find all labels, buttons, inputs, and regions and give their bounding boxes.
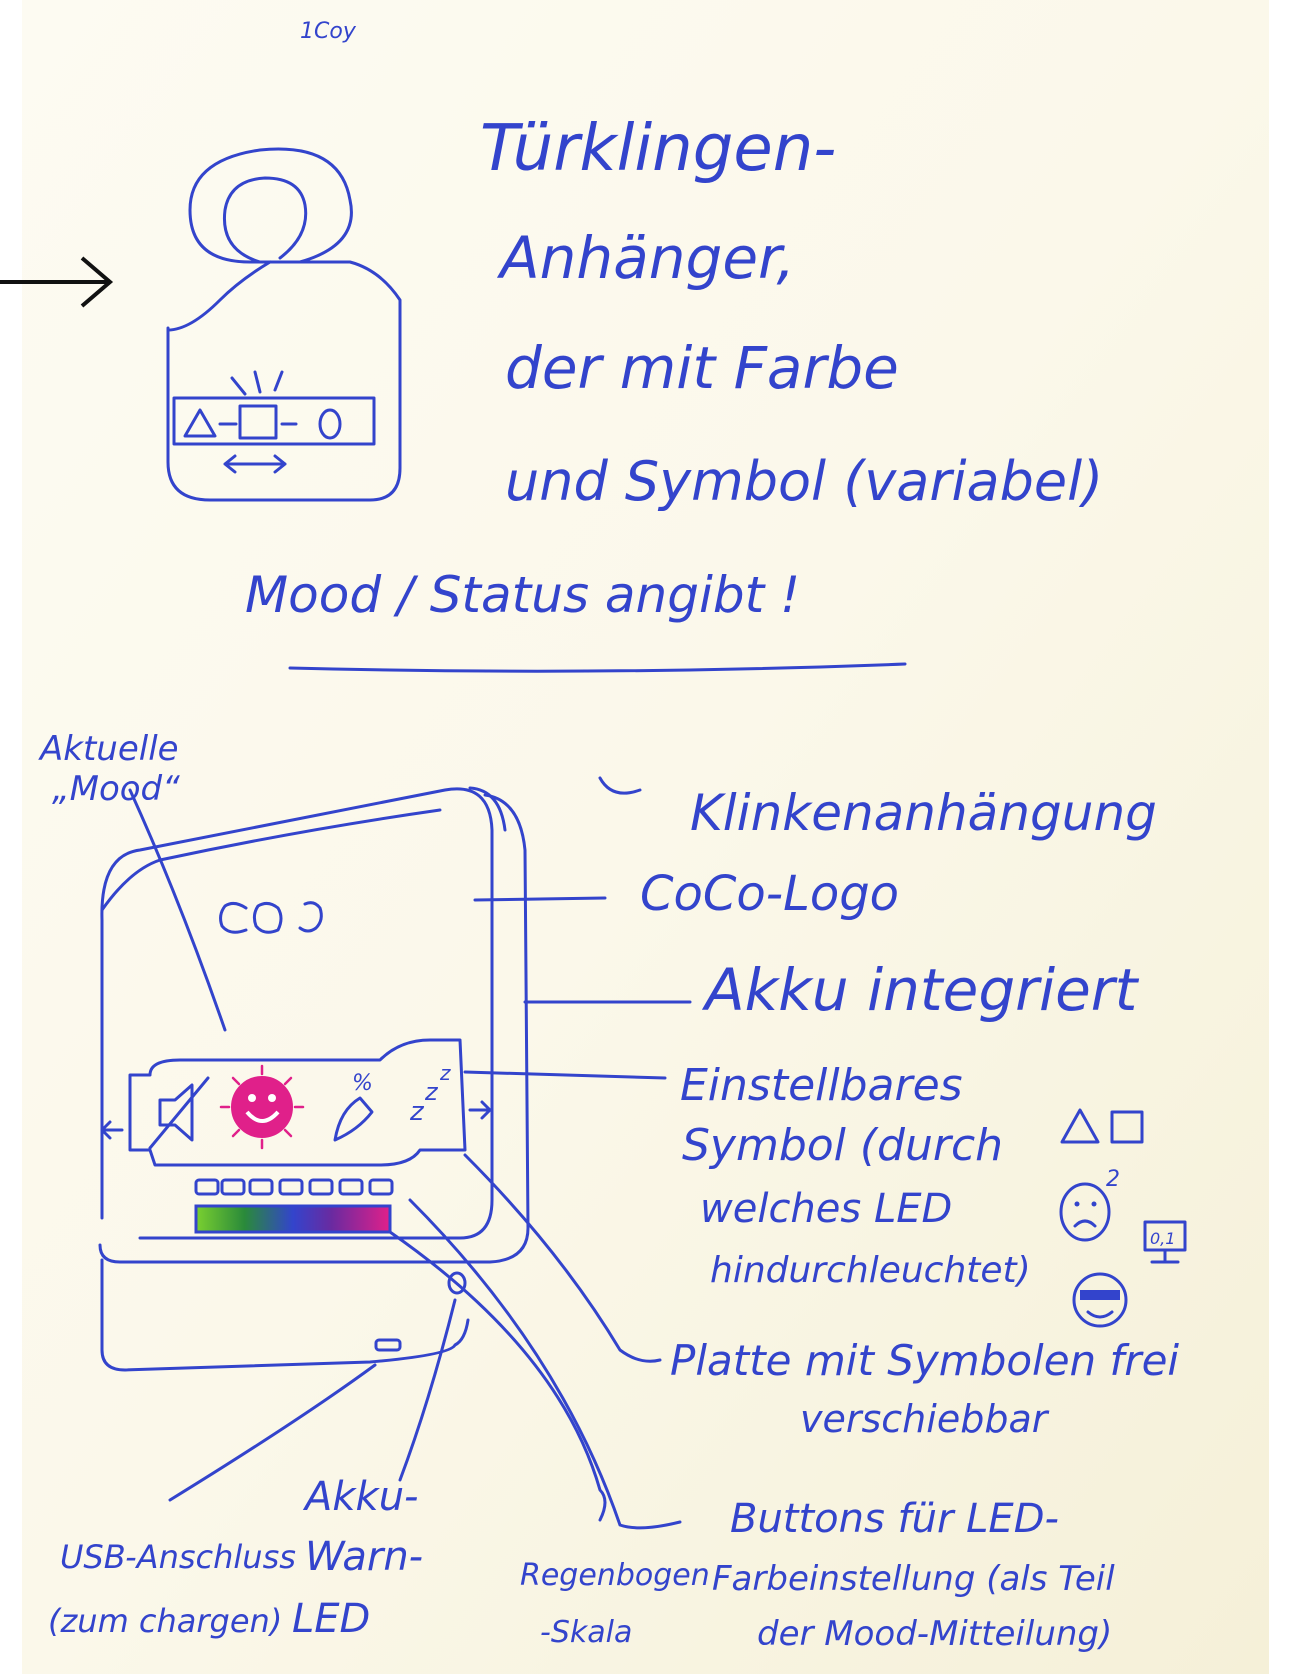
title-line-1: Türklingen- [480, 112, 836, 186]
color-button-4 [278, 1178, 304, 1196]
example-square-icon [1110, 1110, 1144, 1144]
color-button-3 [248, 1178, 274, 1196]
triangle-icon [183, 408, 217, 438]
muted-speaker-icon [148, 1076, 210, 1150]
svg-text:%: % [352, 1071, 373, 1096]
divider-line [288, 662, 907, 673]
color-button-5 [308, 1178, 334, 1196]
label-battery-led-3: LED [292, 1596, 370, 1642]
annotation-lines [128, 776, 692, 1530]
title-line-5: Mood / Status angibt ! [245, 566, 800, 624]
svg-text:2: 2 [1106, 1167, 1120, 1192]
label-symbol-3: welches LED [700, 1186, 952, 1232]
page-number: 1Coy [300, 19, 357, 44]
label-plate-1: Platte mit Symbolen frei [670, 1336, 1179, 1385]
svg-text:z: z [439, 1061, 451, 1085]
label-buttons-2: Farbeinstellung (als Teil [712, 1559, 1115, 1599]
happy-face-icon [219, 1064, 305, 1150]
label-current-mood-2: „Mood“ [52, 769, 180, 809]
label-rainbow-2: -Skala [540, 1615, 632, 1650]
led-color-buttons [194, 1178, 394, 1196]
color-button-6 [338, 1178, 364, 1196]
label-rainbow-1: Regenbogen [520, 1558, 710, 1593]
pointer-arrow-icon [0, 256, 114, 308]
slide-right-arrow-icon [468, 1100, 492, 1120]
symbol-strip [128, 1038, 467, 1167]
title-block: Türklingen- Anhänger, der mit Farbe und … [245, 112, 1103, 624]
label-buttons-3: der Mood-Mitteilung) [757, 1614, 1112, 1654]
example-confused-face-icon: 2 [1059, 1167, 1120, 1242]
label-usb-2: (zum chargen) [48, 1602, 282, 1640]
label-battery-led-2: Warn- [305, 1534, 423, 1580]
color-button-1 [194, 1178, 220, 1196]
percent-horn-icon: % [333, 1071, 374, 1142]
label-buttons-1: Buttons für LED- [730, 1496, 1059, 1542]
color-button-7 [368, 1178, 394, 1196]
device-sketch-large: % z z z [98, 786, 530, 1372]
svg-text:z: z [409, 1097, 425, 1127]
color-button-2 [220, 1178, 246, 1196]
label-handle-mount: Klinkenanhängung [690, 784, 1157, 842]
slide-left-arrow-icon [100, 1120, 124, 1140]
label-battery: Akku integriert [701, 956, 1140, 1024]
symbol-examples: 2 0,1 [1059, 1108, 1187, 1328]
svg-text:0,1: 0,1 [1150, 1229, 1175, 1248]
label-symbol-1: Einstellbares [680, 1060, 963, 1111]
label-symbol-2: Symbol (durch [682, 1120, 1003, 1171]
label-symbol-4: hindurchleuchtet) [710, 1250, 1031, 1291]
label-current-mood-1: Aktuelle [38, 729, 179, 769]
label-battery-led-1: Akku- [302, 1474, 418, 1520]
paper-background [22, 0, 1269, 1674]
example-cool-face-icon [1072, 1272, 1128, 1328]
door-hanger-sketch-small [166, 147, 402, 502]
rainbow-scale [194, 1204, 392, 1234]
coco-logo-icon [219, 901, 323, 934]
title-line-2: Anhänger, [496, 224, 795, 292]
svg-text:z: z [424, 1078, 439, 1106]
sleep-zzz-icon: z z z [409, 1061, 451, 1127]
annotation-labels: Aktuelle „Mood“ Klinkenanhängung CoCo-Lo… [38, 729, 1179, 1654]
label-coco-logo: CoCo-Logo [640, 866, 899, 922]
title-line-3: der mit Farbe [505, 334, 899, 402]
example-triangle-icon [1060, 1108, 1100, 1144]
label-plate-2: verschiebbar [800, 1397, 1050, 1441]
square-icon [238, 404, 278, 440]
title-line-4: und Symbol (variabel) [505, 450, 1103, 513]
label-usb-1: USB-Anschluss [60, 1538, 296, 1576]
circle-icon [318, 408, 342, 440]
example-computer-icon: 0,1 [1143, 1220, 1187, 1264]
battery-warning-led [447, 1271, 467, 1295]
usb-port [374, 1338, 402, 1352]
